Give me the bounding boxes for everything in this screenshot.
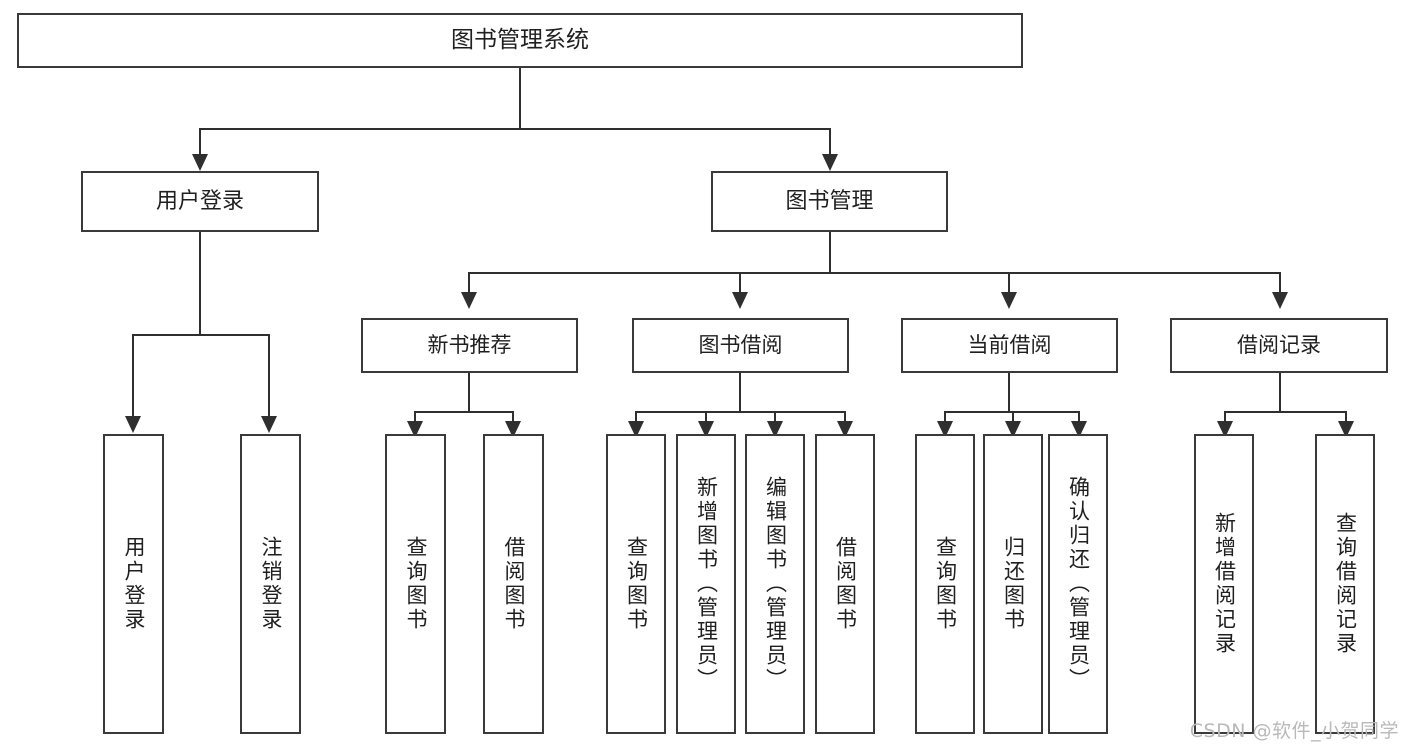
node-label: 借阅记录	[1237, 333, 1321, 358]
connector-br-bus	[1224, 411, 1345, 413]
arrow-to-new-book-recommend	[461, 292, 477, 309]
arrow-to-book-management	[822, 154, 838, 171]
node-new-book-recommend[interactable]: 新书推荐	[361, 318, 578, 373]
arrow-to-bb-leaf-1	[628, 421, 644, 438]
connector-cb-bus	[944, 411, 1078, 413]
connector-user-login-drop-2	[268, 334, 270, 418]
leaf-nbr-query-book[interactable]: 查询图书	[385, 434, 446, 734]
leaf-user-login[interactable]: 用户登录	[103, 434, 164, 734]
arrow-to-br-leaf-1	[1217, 421, 1233, 438]
connector-bm-drop-2	[739, 272, 741, 294]
leaf-nbr-borrow-book[interactable]: 借阅图书	[483, 434, 544, 734]
connector-nbr-drop-2	[512, 411, 514, 423]
node-label: 图书借阅	[698, 333, 783, 358]
node-label: 新增图书（管理员）	[694, 476, 719, 692]
connector-root-bus	[199, 128, 831, 130]
connector-root-stem	[519, 68, 521, 128]
connector-cb-stem	[1008, 373, 1010, 411]
node-label: 用户登录	[155, 188, 244, 214]
connector-bb-drop-1	[635, 411, 637, 423]
leaf-bb-add-book-admin[interactable]: 新增图书（管理员）	[676, 434, 736, 734]
connector-br-stem	[1279, 373, 1281, 411]
connector-cb-drop-3	[1078, 411, 1080, 423]
node-label: 新书推荐	[427, 333, 512, 358]
leaf-bb-edit-book-admin[interactable]: 编辑图书（管理员）	[745, 434, 805, 734]
leaf-bb-query-book[interactable]: 查询图书	[606, 434, 666, 734]
connector-user-login-bus	[132, 334, 268, 336]
connector-root-drop-left	[199, 128, 201, 156]
leaf-bb-borrow-book[interactable]: 借阅图书	[815, 434, 875, 734]
connector-bb-drop-3	[774, 411, 776, 423]
connector-root-drop-right	[829, 128, 831, 156]
arrow-to-bb-leaf-4	[837, 421, 853, 438]
connector-user-login-stem	[199, 232, 201, 334]
node-label: 用户登录	[122, 536, 146, 632]
arrow-to-current-borrow	[1001, 292, 1017, 309]
node-label: 归还图书	[1001, 536, 1026, 632]
node-label: 新增借阅记录	[1212, 512, 1237, 656]
connector-cb-drop-2	[1012, 411, 1014, 423]
arrow-to-cb-leaf-3	[1071, 421, 1087, 438]
arrow-to-book-borrow	[732, 292, 748, 309]
leaf-br-add-record[interactable]: 新增借阅记录	[1194, 434, 1254, 734]
node-label: 注销登录	[259, 536, 283, 632]
arrow-to-leaf-logout	[261, 416, 277, 433]
node-label: 借阅图书	[502, 536, 526, 632]
node-label: 查询图书	[404, 536, 428, 632]
arrow-to-cb-leaf-2	[1005, 421, 1021, 438]
connector-bm-drop-4	[1279, 272, 1281, 294]
connector-nbr-stem	[468, 373, 470, 411]
connector-nbr-drop-1	[414, 411, 416, 423]
leaf-cb-query-book[interactable]: 查询图书	[915, 434, 975, 734]
connector-br-drop-1	[1224, 411, 1226, 423]
arrow-to-borrow-record	[1272, 292, 1288, 309]
connector-cb-drop-1	[944, 411, 946, 423]
node-label: 查询借阅记录	[1333, 512, 1358, 656]
node-label: 图书管理系统	[451, 26, 589, 53]
node-label: 借阅图书	[833, 536, 858, 632]
csdn-watermark: CSDN @软件_小贺同学	[1189, 720, 1399, 742]
arrow-to-cb-leaf-1	[937, 421, 953, 438]
node-root-book-management-system[interactable]: 图书管理系统	[17, 13, 1023, 68]
node-label: 当前借阅	[967, 333, 1052, 358]
connector-bb-drop-4	[844, 411, 846, 423]
node-label: 查询图书	[624, 536, 649, 632]
connector-bm-drop-3	[1008, 272, 1010, 294]
arrow-to-user-login	[192, 154, 208, 171]
node-current-borrow[interactable]: 当前借阅	[901, 318, 1118, 373]
node-label: 查询图书	[933, 536, 958, 632]
leaf-cb-return-book[interactable]: 归还图书	[983, 434, 1043, 734]
node-label: 编辑图书（管理员）	[763, 476, 788, 692]
connector-book-management-bus	[468, 272, 1279, 274]
connector-bm-drop-1	[468, 272, 470, 294]
connector-bb-drop-2	[705, 411, 707, 423]
leaf-br-query-record[interactable]: 查询借阅记录	[1315, 434, 1375, 734]
arrow-to-nbr-leaf-2	[505, 421, 521, 438]
node-label: 图书管理	[785, 188, 874, 214]
leaf-cb-confirm-return-admin[interactable]: 确认归还（管理员）	[1048, 434, 1108, 734]
node-book-borrow[interactable]: 图书借阅	[632, 318, 849, 373]
node-book-management[interactable]: 图书管理	[711, 171, 948, 232]
connector-book-management-stem	[829, 232, 831, 272]
node-borrow-record[interactable]: 借阅记录	[1170, 318, 1388, 373]
connector-user-login-drop-1	[132, 334, 134, 418]
arrow-to-nbr-leaf-1	[407, 421, 423, 438]
arrow-to-bb-leaf-3	[767, 421, 783, 438]
arrow-to-bb-leaf-2	[698, 421, 714, 438]
leaf-logout[interactable]: 注销登录	[240, 434, 301, 734]
arrow-to-leaf-user-login	[125, 416, 141, 433]
connector-br-drop-2	[1345, 411, 1347, 423]
node-user-login[interactable]: 用户登录	[81, 171, 319, 232]
node-label: 确认归还（管理员）	[1066, 476, 1091, 692]
arrow-to-br-leaf-2	[1338, 421, 1354, 438]
connector-bb-stem	[739, 373, 741, 411]
connector-bb-bus	[635, 411, 844, 413]
connector-nbr-bus	[414, 411, 512, 413]
